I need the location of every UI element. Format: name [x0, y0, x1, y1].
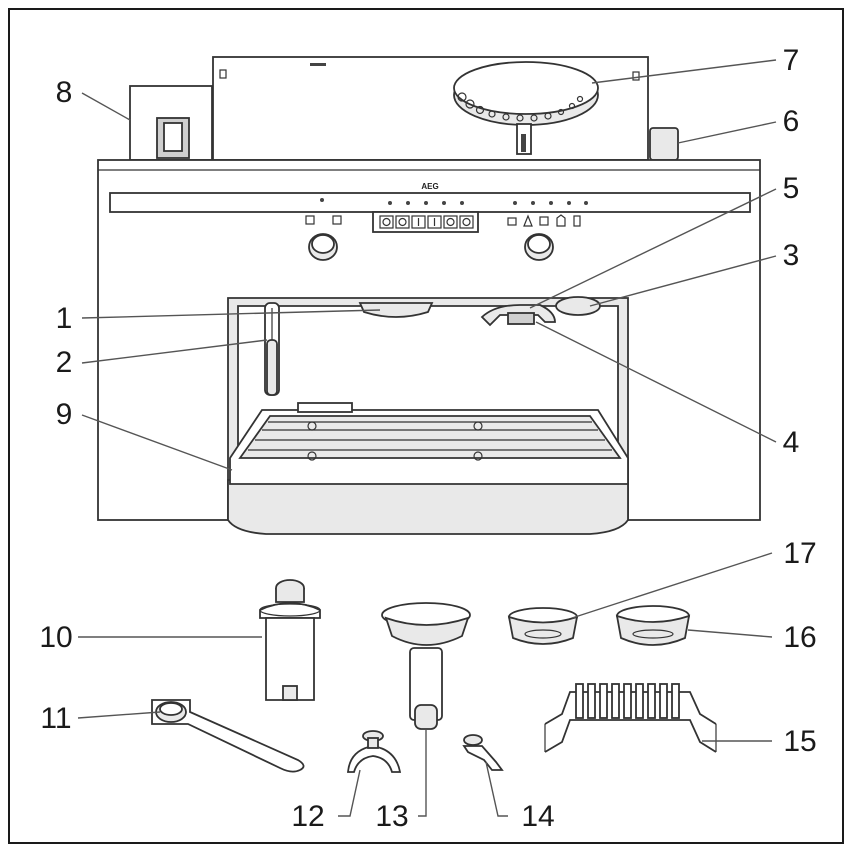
steam-nozzle [266, 339, 278, 396]
leader-9 [81, 414, 233, 471]
callout-17: 17 [783, 537, 816, 570]
callout-7: 7 [783, 44, 800, 77]
drip-tray [227, 402, 629, 535]
filter-sieve-double [615, 605, 691, 646]
leader-13 [418, 730, 427, 817]
cup-warmer-holes [457, 92, 584, 122]
left-control-knob [308, 233, 338, 261]
callout-12: 12 [291, 800, 324, 833]
leader-lines [77, 59, 777, 817]
leader-1 [81, 309, 381, 319]
callout-4: 4 [783, 426, 800, 459]
top-housing-mark-left [219, 69, 227, 79]
leader-4 [535, 321, 777, 443]
knob-symbols-left [305, 215, 342, 225]
brand-logo: AEG [421, 182, 438, 191]
drip-tray-grid-holes [248, 421, 612, 451]
callout-2: 2 [56, 346, 73, 379]
drip-tray-tab [297, 402, 353, 413]
cup-grid [544, 683, 717, 753]
coffee-spout-outlet [507, 312, 535, 325]
leader-6 [677, 121, 777, 144]
water-filter-cartridge [259, 579, 321, 701]
leader-8 [81, 92, 131, 121]
knob-symbols-right [507, 214, 581, 227]
top-housing-mark-center [310, 63, 326, 66]
cup-warmer-top [453, 61, 599, 115]
leader-11 [77, 711, 161, 719]
top-housing-mark-right [632, 71, 640, 81]
callout-numbers: 8 7 6 5 3 4 1 2 9 10 11 12 13 14 15 16 1… [39, 44, 816, 833]
callout-15: 15 [783, 725, 816, 758]
steam-knob [649, 127, 679, 161]
control-strip [109, 192, 751, 213]
callout-10: 10 [39, 621, 72, 654]
frame [8, 8, 844, 844]
leader-5 [529, 188, 777, 309]
callout-1: 1 [56, 302, 73, 335]
right-control-knob [524, 233, 554, 261]
callout-3: 3 [783, 239, 800, 272]
coffee-machine: AEG [97, 56, 761, 535]
leader-7 [591, 59, 777, 84]
water-tank-handle-inner [163, 122, 183, 152]
portafilter-spout-double [347, 730, 402, 773]
program-buttons [379, 215, 474, 229]
cup-grid-bars [575, 683, 680, 719]
leader-3 [589, 255, 777, 307]
indicator-lamps [320, 198, 588, 205]
measuring-spoon [151, 699, 305, 773]
portafilter-spout-single [462, 734, 504, 771]
leader-17 [571, 552, 773, 619]
callout-9: 9 [56, 398, 73, 431]
cup-warmer-stem-slot [521, 134, 526, 152]
leader-14 [485, 761, 508, 817]
leader-2 [81, 339, 268, 364]
group-head-seal [555, 296, 601, 316]
callout-8: 8 [56, 76, 73, 109]
callout-5: 5 [783, 172, 800, 205]
brew-head [358, 302, 434, 318]
portafilter [381, 602, 471, 730]
callout-6: 6 [783, 105, 800, 138]
callout-11: 11 [40, 702, 71, 735]
callout-13: 13 [375, 800, 408, 833]
filter-sieve-single [507, 607, 579, 645]
callout-16: 16 [783, 621, 816, 654]
leader-16 [687, 629, 773, 638]
callout-14: 14 [521, 800, 554, 833]
leader-12 [338, 769, 361, 817]
